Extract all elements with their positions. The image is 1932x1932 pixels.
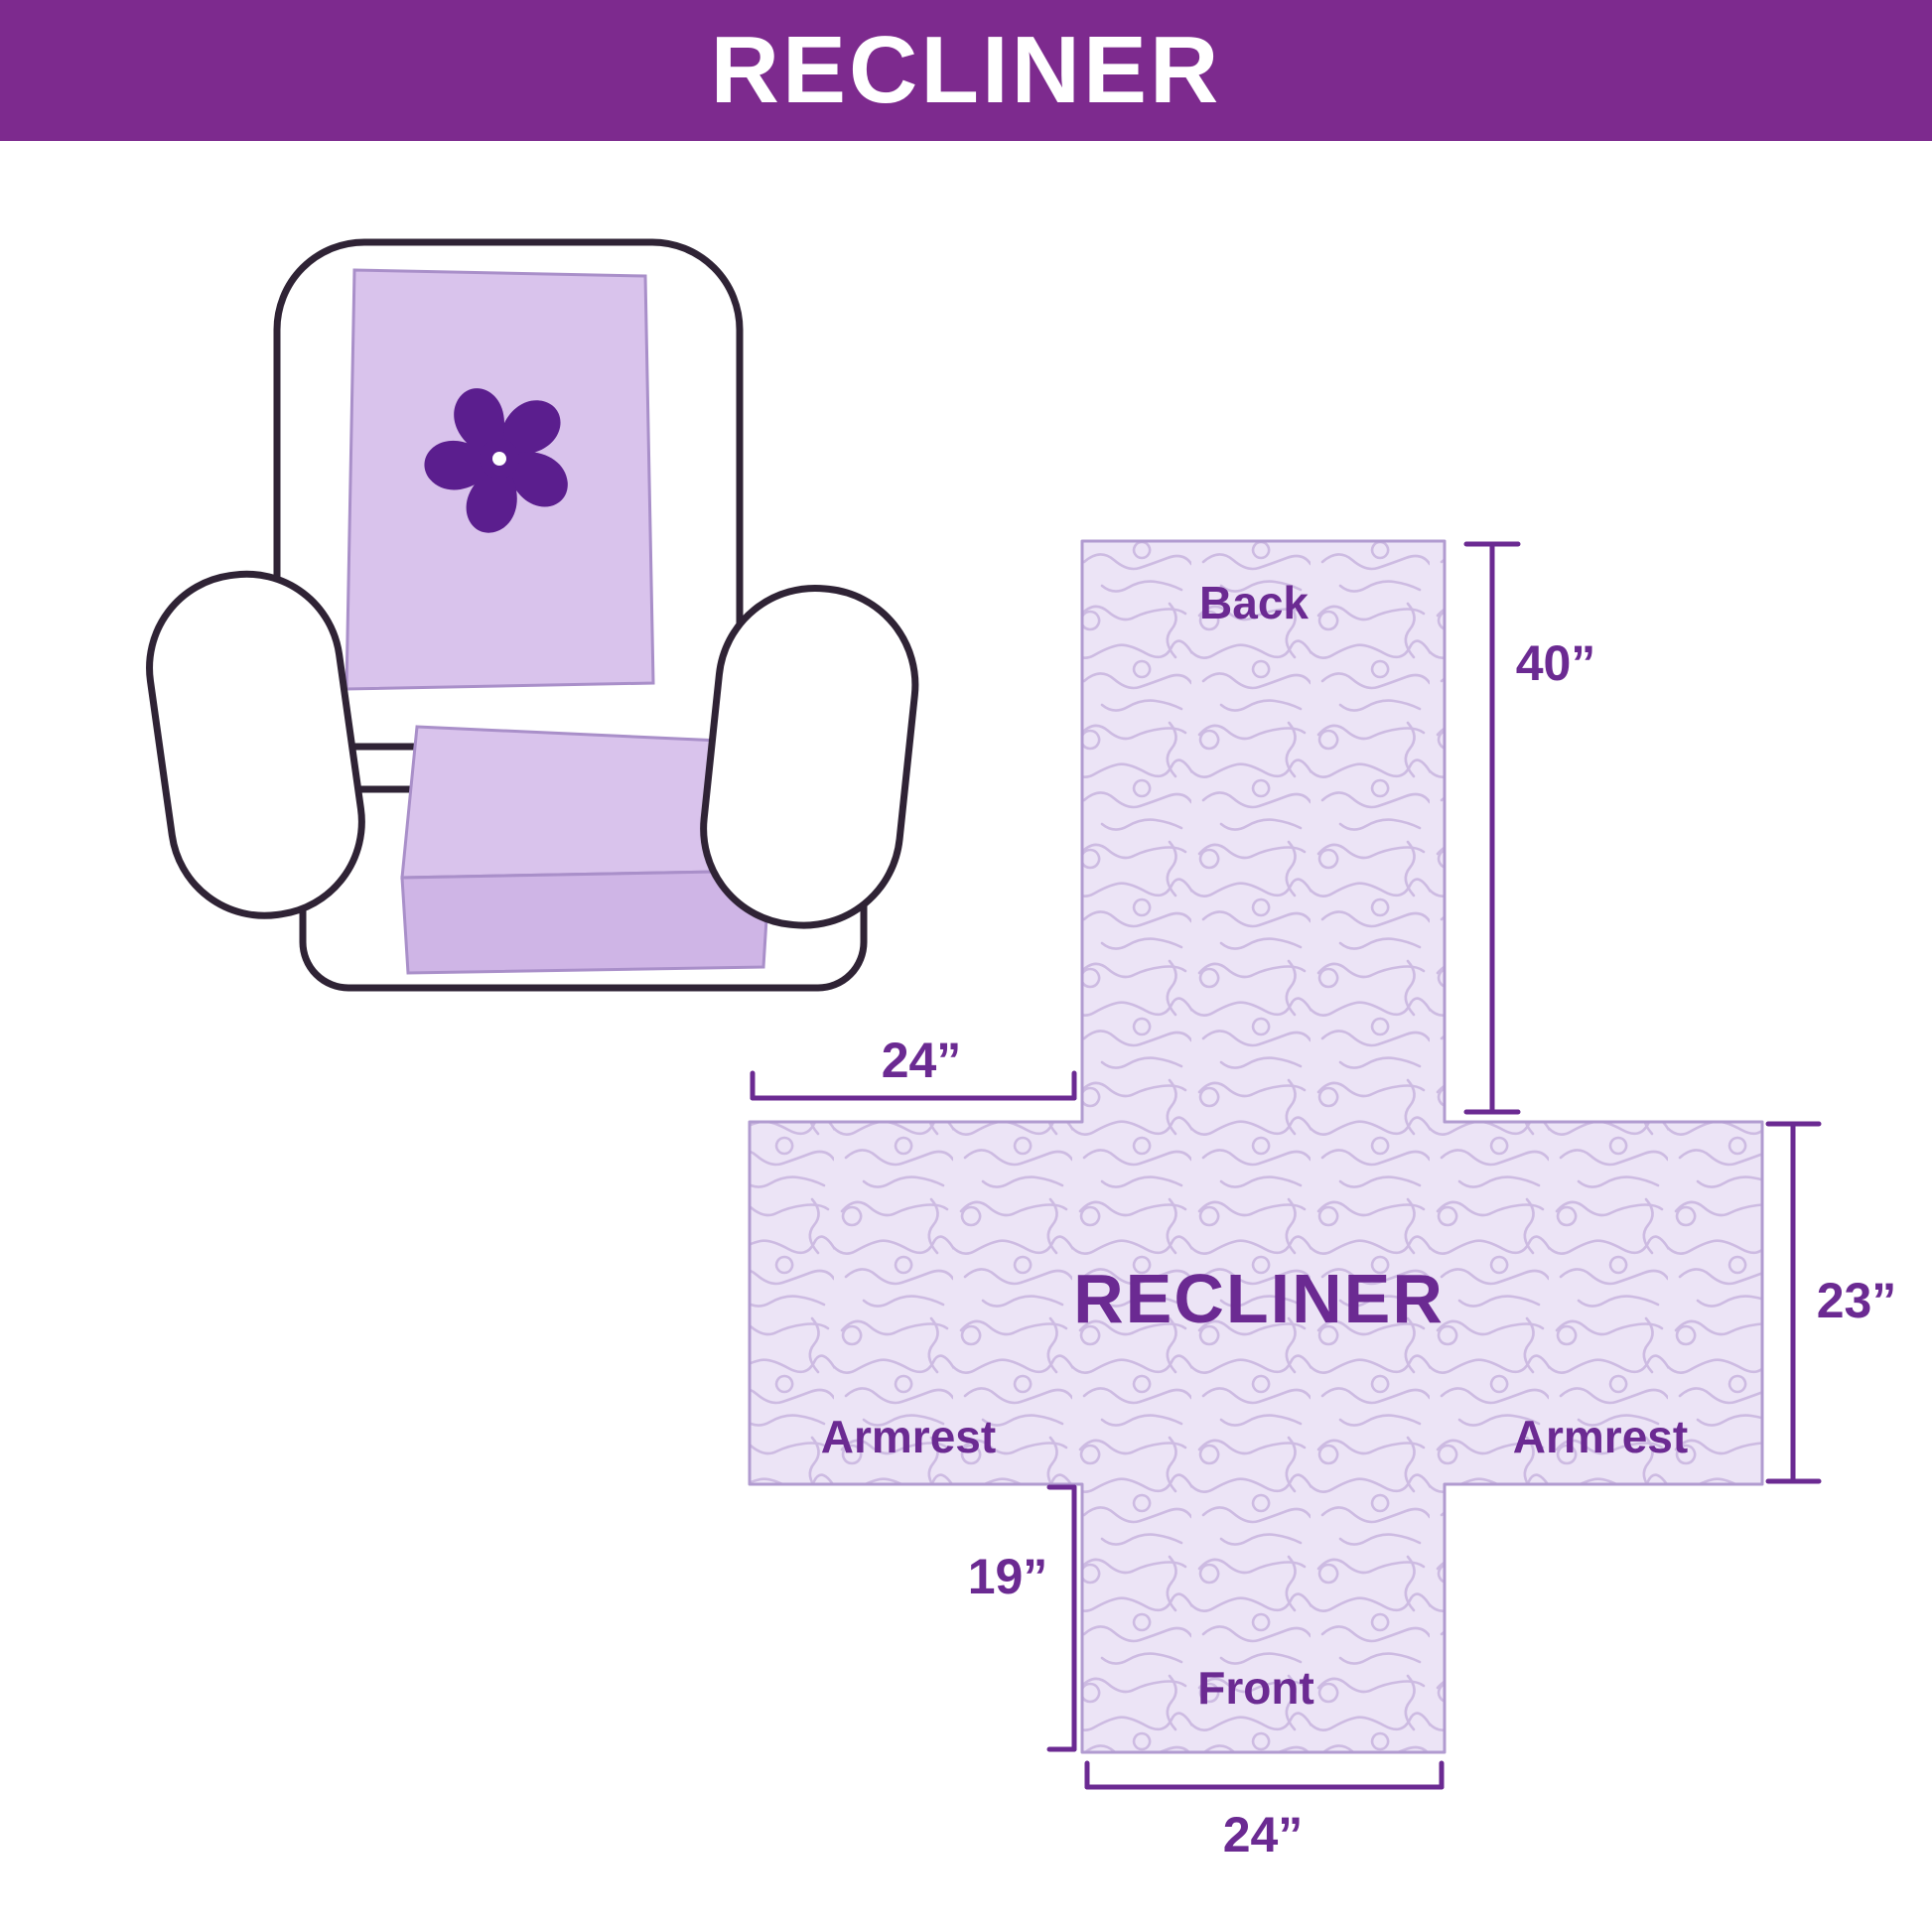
label-center-recliner: RECLINER: [1073, 1260, 1445, 1337]
recliner-illustration: [104, 208, 1008, 1042]
banner-title: RECLINER: [710, 17, 1222, 123]
pinwheel-logo-icon: [424, 388, 568, 533]
dimension-lines: [750, 541, 1822, 1790]
label-armrest-left: Armrest: [820, 1411, 997, 1462]
recliner-chair-drawing: [146, 238, 919, 992]
dim-line-front-side: [1046, 1484, 1077, 1752]
dim-label-front-bottom: 24”: [1222, 1807, 1304, 1863]
dim-label-back-height: 40”: [1515, 635, 1596, 691]
dim-label-armrest-top: 24”: [881, 1033, 962, 1088]
cover-cross-shape: [748, 539, 1764, 1754]
chair-left-arm: [146, 570, 365, 919]
label-armrest-right: Armrest: [1512, 1411, 1689, 1462]
label-back: Back: [1199, 577, 1309, 628]
dim-line-armrest-top: [750, 1070, 1077, 1101]
dim-label-front-side: 19”: [967, 1549, 1048, 1604]
title-banner: RECLINER: [0, 0, 1932, 141]
label-front: Front: [1197, 1662, 1314, 1714]
chair-right-arm: [700, 584, 919, 929]
dim-line-front-bottom: [1084, 1760, 1445, 1790]
dim-line-armrest-side: [1765, 1121, 1822, 1484]
chair-seat-skirt: [400, 869, 771, 975]
dim-label-armrest-side: 23”: [1816, 1273, 1897, 1328]
dim-line-back-height: [1463, 541, 1521, 1115]
